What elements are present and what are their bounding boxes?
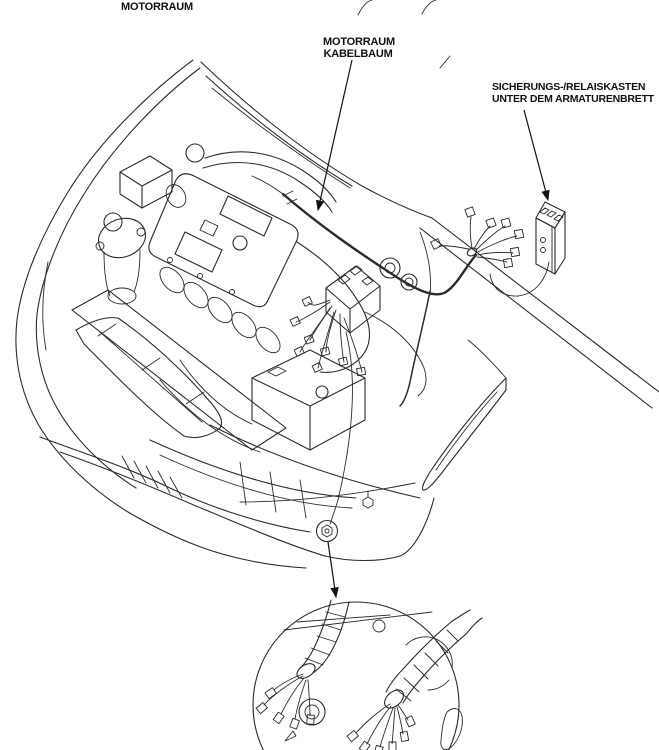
relay-box-label: SICHERUNGS-/RELAISKASTEN UNTER DEM ARMAT… [492,81,655,105]
battery [251,349,366,451]
relay-box-label-arrow [523,109,550,202]
radiator-support [71,289,421,519]
engine-harness-label-line1: MOTORRAUM [323,36,395,48]
engine-block [159,231,431,453]
intake-runners [159,266,281,354]
reservoir-box [119,155,187,209]
relay-box-label-line1: SICHERUNGS-/RELAISKASTEN [492,81,646,93]
front-bumper [39,339,507,561]
engine-wiring-harness [251,175,478,525]
relay-box-label-line2: UNTER DEM ARMATURENBRETT [492,92,655,105]
reservoir-caps [379,257,418,291]
engine-harness-label: MOTORRAUM KABELBAUM [323,36,395,60]
engine-harness-label-line2: KABELBAUM [323,48,393,60]
detail-circle-harness-connectors [252,599,483,750]
engine-bay-fuse-box [289,265,381,377]
firewall-grommet [315,490,374,543]
car-body-outline [15,0,659,569]
underdash-fuse-relay-box [535,201,566,275]
strut-tower [95,212,147,305]
engine-room-label: MOTORRAUM [121,1,193,13]
leader-arrows [316,59,550,599]
detail-circle-arrow [327,541,339,599]
harness-connector-branch [430,206,550,297]
harness-label-arrow [316,59,353,212]
engine-valve-cover [148,173,299,308]
headlight [75,317,223,439]
heater-hose [185,143,337,213]
